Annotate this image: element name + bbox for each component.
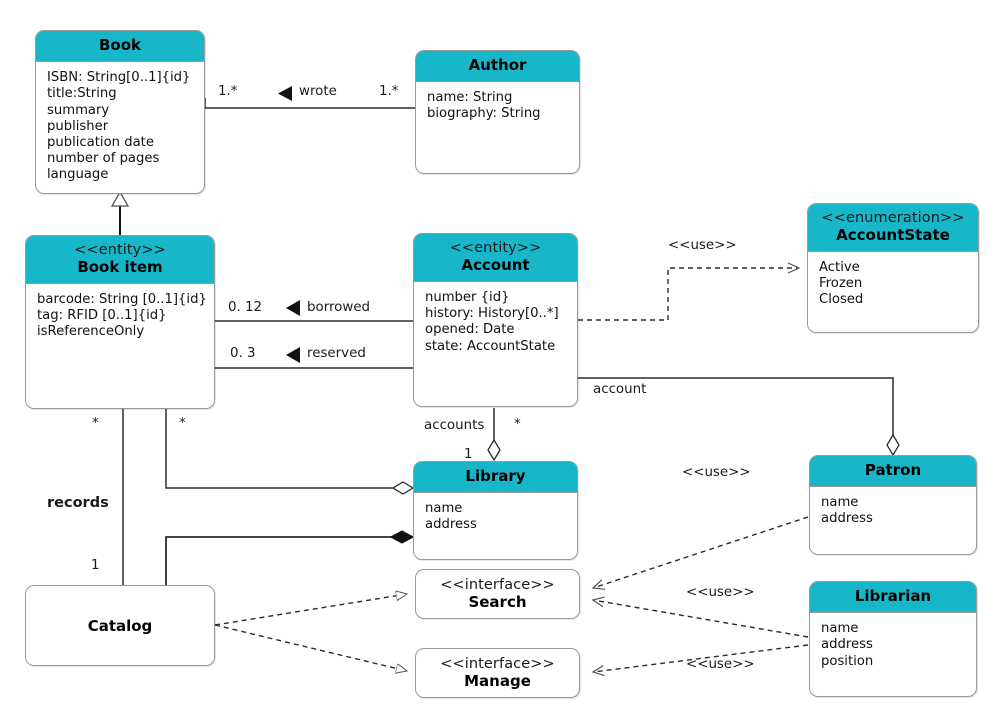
attribute: isReferenceOnly <box>37 324 145 340</box>
class-header-account-state: <<enumeration>> AccountState <box>808 204 978 252</box>
class-box-author[interactable]: Author name: String biography: String <box>415 50 580 174</box>
class-stereotype-account-state: <<enumeration>> <box>821 210 965 226</box>
attribute: address <box>425 517 477 533</box>
multiplicity-library-accounts: 1 <box>464 447 473 462</box>
attribute: name <box>425 501 463 517</box>
multiplicity-reserved: 0. 3 <box>230 346 256 361</box>
attribute: publication date <box>47 135 154 151</box>
multiplicity-author-wrote: 1.* <box>379 84 399 99</box>
class-box-book[interactable]: Book ISBN: String[0..1]{id} title:String… <box>35 30 205 194</box>
class-name-catalog: Catalog <box>87 616 153 635</box>
class-box-account-state[interactable]: <<enumeration>> AccountState Active Froz… <box>807 203 979 333</box>
enum-literal: Frozen <box>819 276 863 292</box>
class-header-account: <<entity>> Account <box>414 234 577 282</box>
edge-realization-catalog-manage <box>214 624 407 671</box>
enum-literal: Active <box>819 259 860 275</box>
class-attributes-account: number {id} history: History[0..*] opene… <box>414 282 577 363</box>
class-name-search: Search <box>468 593 527 611</box>
attribute: name: String <box>427 90 513 106</box>
attribute: address <box>821 637 873 653</box>
dependency-label-use-patron-search: <<use>> <box>682 465 751 480</box>
attribute: summary <box>47 102 110 118</box>
class-box-catalog[interactable]: Catalog <box>25 585 215 666</box>
class-name-account: Account <box>461 255 530 274</box>
attribute: barcode: String [0..1]{id} <box>37 291 207 307</box>
class-header-library: Library <box>414 462 577 494</box>
class-name-library: Library <box>465 467 526 485</box>
attribute: ISBN: String[0..1]{id} <box>47 70 191 86</box>
multiplicity-bookitem-library: * <box>179 416 186 431</box>
class-stereotype-search: <<interface>> <box>440 577 555 593</box>
class-header-book-item: <<entity>> Book item <box>26 236 214 284</box>
class-box-search[interactable]: <<interface>> Search <box>415 569 580 619</box>
attribute: position <box>821 653 874 669</box>
class-stereotype-manage: <<interface>> <box>440 656 555 672</box>
class-header-patron: Patron <box>810 456 976 488</box>
attribute: history: History[0..*] <box>425 306 559 322</box>
class-name-manage: Manage <box>464 672 531 690</box>
class-name-book: Book <box>98 36 142 54</box>
multiplicity-book-wrote: 1.* <box>218 84 238 99</box>
attribute: number of pages <box>47 151 160 167</box>
edge-aggregation-account-library <box>487 408 501 462</box>
class-stereotype-book-item: <<entity>> <box>74 242 166 258</box>
attribute: language <box>47 167 109 183</box>
dependency-label-use-librarian-manage: <<use>> <box>686 657 755 672</box>
class-name-author: Author <box>468 56 527 74</box>
class-attributes-book-item: barcode: String [0..1]{id} tag: RFID [0.… <box>26 284 214 349</box>
association-role-account: account <box>593 382 647 397</box>
multiplicity-bookitem-records: * <box>92 416 99 431</box>
class-attributes-author: name: String biography: String <box>416 82 579 130</box>
association-label-borrowed: borrowed <box>307 300 371 315</box>
attribute: address <box>821 511 873 527</box>
class-name-book-item: Book item <box>77 257 163 276</box>
attribute: title:String <box>47 86 117 102</box>
attribute: publisher <box>47 118 109 134</box>
class-box-manage[interactable]: <<interface>> Manage <box>415 648 580 698</box>
class-name-patron: Patron <box>864 461 922 479</box>
association-label-records: records <box>47 495 109 511</box>
multiplicity-account-accounts: * <box>514 417 521 432</box>
class-box-account[interactable]: <<entity>> Account number {id} history: … <box>413 233 578 407</box>
multiplicity-borrowed: 0. 12 <box>228 300 263 315</box>
edge-use-librarian-search <box>593 600 809 638</box>
edge-aggregation-bookitem-library <box>165 408 415 495</box>
class-box-librarian[interactable]: Librarian name address position <box>809 581 977 697</box>
class-stereotype-account: <<entity>> <box>449 240 542 256</box>
class-name-account-state: AccountState <box>836 225 950 244</box>
edge-generalization-bookitem-book <box>110 190 130 236</box>
class-attributes-account-state: Active Frozen Closed <box>808 252 978 317</box>
association-role-accounts: accounts <box>424 418 485 433</box>
dependency-label-use-account-state: <<use>> <box>668 238 737 253</box>
class-attributes-library: name address <box>414 493 577 541</box>
class-box-book-item[interactable]: <<entity>> Book item barcode: String [0.… <box>25 235 215 409</box>
class-attributes-patron: name address <box>810 487 976 535</box>
attribute: number {id} <box>425 289 510 305</box>
multiplicity-catalog-records: 1 <box>91 558 100 573</box>
enum-literal: Closed <box>819 292 864 308</box>
edge-realization-catalog-search <box>214 594 407 626</box>
class-header-librarian: Librarian <box>810 582 976 614</box>
edge-use-patron-search <box>593 516 809 588</box>
association-label-wrote: wrote <box>299 84 337 99</box>
class-header-book: Book <box>36 31 204 63</box>
edge-composition-catalog-library <box>165 530 415 585</box>
class-box-library[interactable]: Library name address <box>413 461 578 560</box>
class-attributes-librarian: name address position <box>810 613 976 678</box>
attribute: name <box>821 621 859 637</box>
attribute: opened: Date <box>425 322 515 338</box>
class-name-librarian: Librarian <box>854 587 932 605</box>
attribute: name <box>821 495 859 511</box>
association-label-reserved: reserved <box>307 346 366 361</box>
attribute: state: AccountState <box>425 338 556 354</box>
edge-use-account-accountstate <box>578 268 799 321</box>
class-attributes-book: ISBN: String[0..1]{id} title:String summ… <box>36 62 204 191</box>
class-box-patron[interactable]: Patron name address <box>809 455 977 555</box>
attribute: tag: RFID [0..1]{id} <box>37 308 167 324</box>
attribute: biography: String <box>427 106 541 122</box>
class-header-author: Author <box>416 51 579 83</box>
dependency-label-use-librarian-search: <<use>> <box>686 585 755 600</box>
